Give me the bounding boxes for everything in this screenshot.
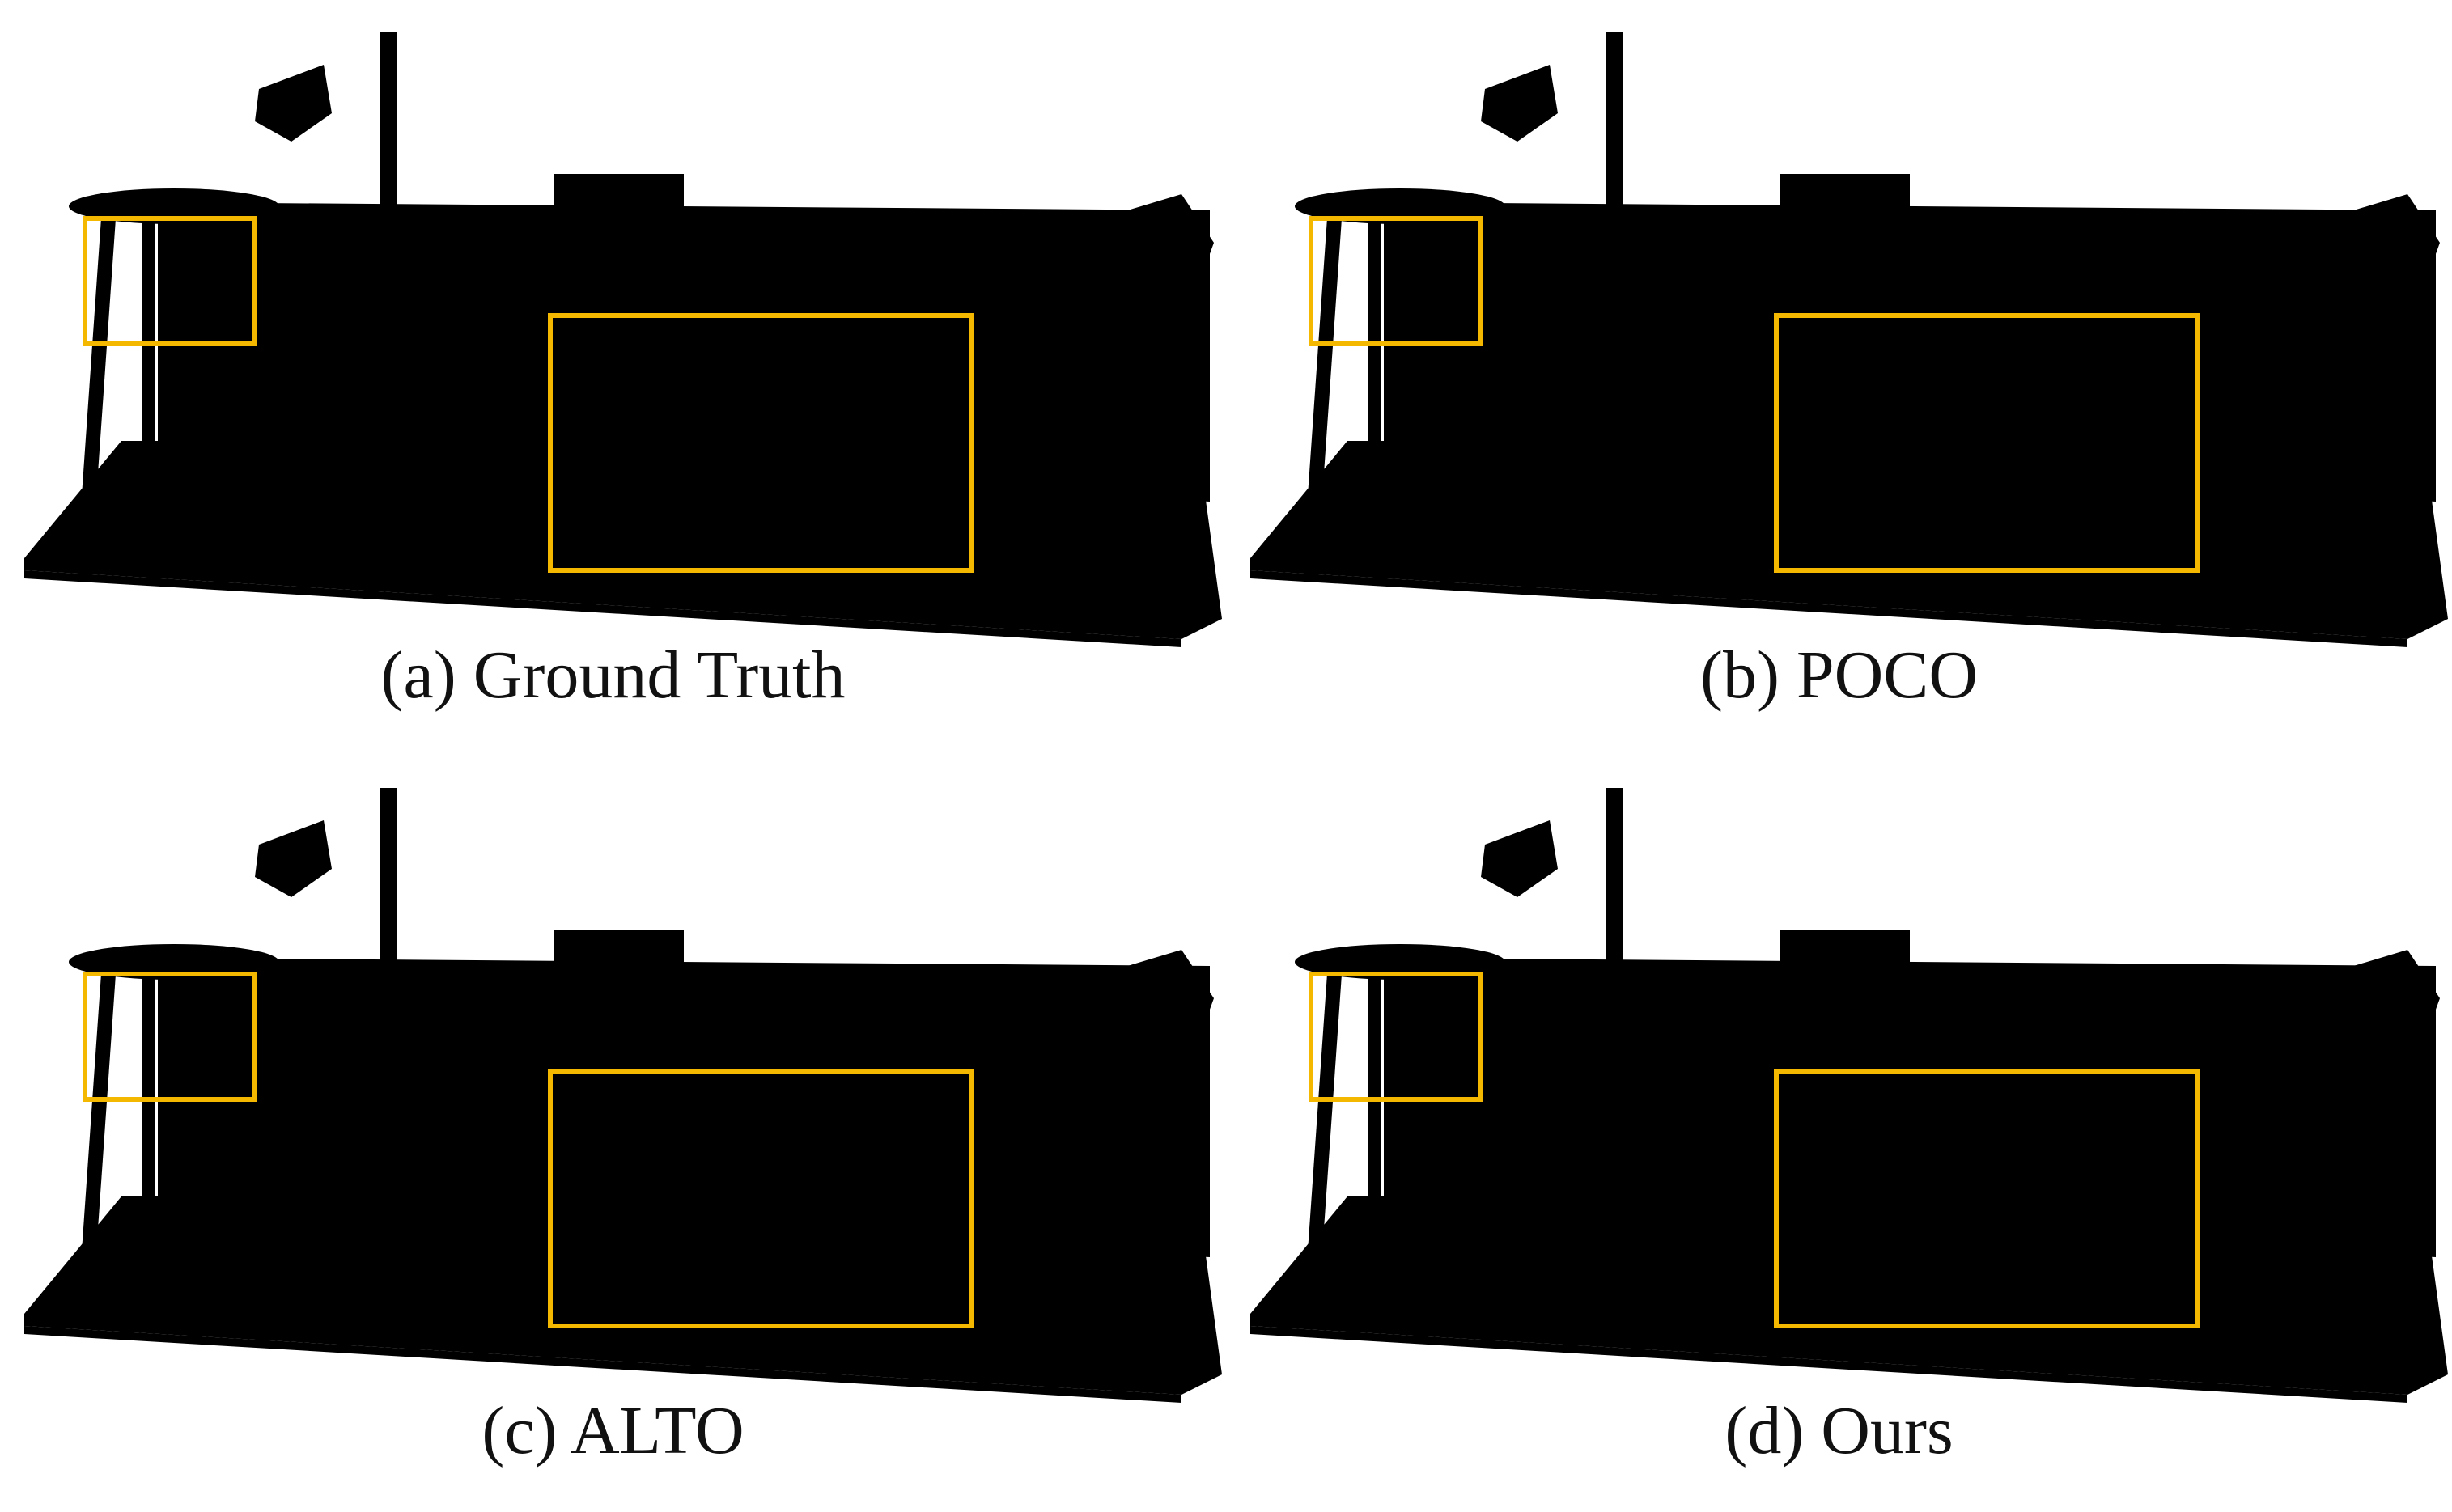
highlight-box-chair-table <box>1774 1069 2200 1328</box>
caption-ours: (d) Ours <box>1724 1393 1954 1468</box>
caption-ground-truth: (a) Ground Truth <box>380 637 846 713</box>
highlight-box-chair-table <box>1774 313 2200 573</box>
highlight-box-table-legs <box>1309 216 1483 346</box>
highlight-box-table-legs <box>83 972 257 1102</box>
caption-poco: (b) POCO <box>1699 637 1978 713</box>
panel-poco: #p-b .floor{fill:#f0f0f0} #p-b .floor-ed… <box>1226 0 2452 756</box>
highlight-box-table-legs <box>83 216 257 346</box>
scene-render-alto: #p-c .floor{fill:#f0f0f0} #p-c .floor-ed… <box>24 788 1222 1403</box>
scene-render-ground-truth: #p-a .floor{fill:#c3e6f2} #p-a .floor-ed… <box>24 32 1222 647</box>
scene-render-poco: #p-b .floor{fill:#f0f0f0} #p-b .floor-ed… <box>1250 32 2448 647</box>
panel-ours: #p-d .floor{fill:#f0f0f0} #p-d .floor-ed… <box>1226 756 2452 1511</box>
panel-ground-truth: #p-a .floor{fill:#c3e6f2} #p-a .floor-ed… <box>0 0 1226 756</box>
caption-alto: (c) ALTO <box>481 1393 745 1468</box>
highlight-box-table-legs <box>1309 972 1483 1102</box>
highlight-box-chair-table <box>548 1069 974 1328</box>
scene-render-ours: #p-d .floor{fill:#f0f0f0} #p-d .floor-ed… <box>1250 788 2448 1403</box>
highlight-box-chair-table <box>548 313 974 573</box>
panel-alto: #p-c .floor{fill:#f0f0f0} #p-c .floor-ed… <box>0 756 1226 1511</box>
